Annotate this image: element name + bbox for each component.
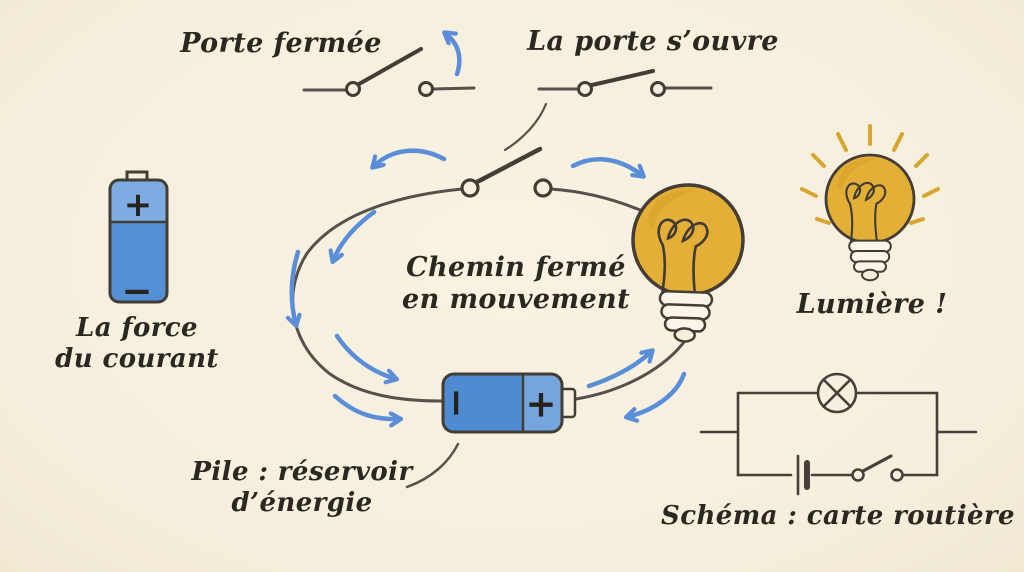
flow-arrow	[570, 157, 643, 176]
ray	[922, 187, 940, 198]
label-line: Chemin fermé	[406, 252, 626, 283]
flow-arrow	[627, 371, 687, 417]
loop-switch-icon	[460, 146, 553, 198]
flow-arrow	[373, 148, 447, 167]
glowing-bulb-icon	[824, 153, 916, 282]
switch-contact	[533, 178, 553, 198]
battery-icon: + −	[108, 170, 169, 313]
label-closed-path: Chemin fermé en mouvement	[402, 252, 630, 317]
label-light: Lumière !	[796, 289, 948, 320]
switch-contact	[851, 468, 865, 482]
battery-terminal-top	[125, 170, 149, 181]
ray	[892, 132, 904, 152]
pile-callout-stroke	[405, 442, 460, 489]
lever-motion-stroke	[503, 102, 548, 152]
bulb-rays-icon	[800, 124, 940, 225]
minus-mark: −	[121, 270, 152, 313]
loop-wire-top-right	[549, 187, 647, 214]
switch-contact	[890, 468, 904, 482]
label-line: d’énergie	[231, 488, 373, 519]
label-line: Pile : réservoir	[191, 457, 413, 487]
plus-mark: +	[525, 383, 556, 426]
battery-cell-left-section	[443, 374, 523, 432]
label-line: en mouvement	[402, 284, 630, 316]
switch-closed-door-icon	[345, 47, 434, 97]
ray	[815, 217, 831, 225]
switch-lever	[861, 454, 893, 473]
flow-arrow	[445, 33, 462, 77]
loop-bulb-icon	[627, 181, 747, 346]
label-battery: Pile : réservoir d’énergie	[191, 457, 412, 519]
schematic-circuit-icon	[699, 372, 978, 496]
ray	[909, 217, 925, 225]
label-current-force: La force du courant	[55, 313, 219, 375]
switch-lever	[357, 47, 423, 86]
ray	[914, 153, 929, 168]
loop-wire-bottom-right	[574, 336, 689, 401]
minus-mark: −	[436, 387, 479, 418]
flow-arrow	[332, 393, 400, 419]
switch-lever	[590, 69, 655, 87]
label-door-opens: La porte s’ouvre	[527, 26, 779, 57]
label-line: La force	[76, 313, 198, 343]
label-closed-door: Porte fermée	[180, 28, 382, 59]
switch-door-opens-icon	[577, 69, 666, 97]
current-flow-arrows	[292, 33, 687, 419]
battery-cell-outline	[441, 372, 564, 434]
lamp-cross	[822, 378, 852, 408]
switch-contact	[345, 81, 361, 97]
flow-arrow	[586, 351, 652, 389]
switch-contact	[650, 81, 666, 97]
battery-cell-icon: − +	[436, 372, 577, 434]
switch-contact	[418, 81, 434, 97]
battery-outline	[108, 178, 169, 304]
switch-symbol-icon	[851, 454, 904, 482]
plus-mark: +	[124, 185, 153, 225]
ray	[836, 132, 848, 152]
label-line: du courant	[55, 344, 219, 375]
switch-lever	[474, 146, 543, 185]
switch-contact	[460, 178, 480, 198]
battery-top-section	[110, 180, 167, 222]
lamp-symbol-icon	[816, 372, 858, 414]
wire	[430, 86, 476, 91]
flow-arrow	[292, 249, 298, 325]
switch-contact	[577, 81, 593, 97]
battery-symbol-icon	[796, 454, 810, 496]
flow-arrow	[334, 333, 396, 379]
ray	[800, 187, 818, 198]
flow-arrow	[333, 209, 377, 261]
ray	[811, 153, 826, 168]
label-schematic: Schéma : carte routière	[661, 501, 1015, 531]
